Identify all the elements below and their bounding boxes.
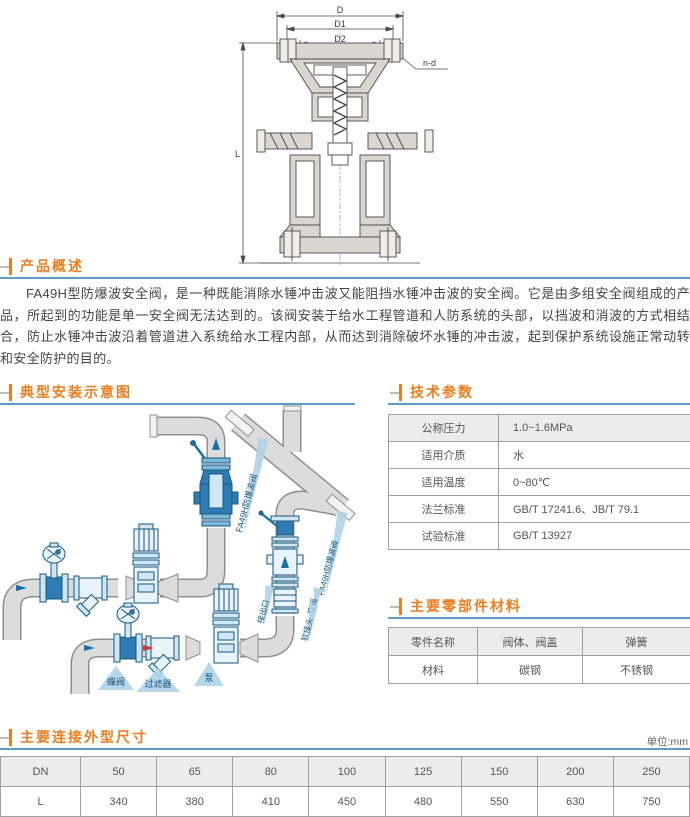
param-label: 公称压力 [388,414,499,442]
table-row: 适用温度 0~80℃ [388,468,690,496]
tech-params-table: 公称压力 1.0~1.6MPa 适用介质 水 适用温度 0~80℃ 法兰标准 G… [388,414,690,550]
section-marker-icon [390,597,404,615]
param-label: 法兰标准 [388,495,499,523]
param-label: 适用介质 [388,441,499,469]
section-header-materials: 主要零部件材料 [390,597,522,615]
section-header-overview: 产品概述 [0,257,84,275]
dn-cell: 125 [384,756,462,787]
param-value: GB/T 17241.6、JB/T 79.1 [498,495,690,523]
fa49h-valve-symbol [190,440,239,527]
unit-label: 单位:mm [646,736,688,748]
table-row: 适用介质 水 [388,441,690,469]
l-cell: 550 [460,786,538,817]
section-marker-icon [0,383,14,401]
l-cell: 410 [232,786,310,817]
param-value: 1.0~1.6MPa [498,414,690,442]
l-cell: 750 [612,786,690,817]
l-label: L [0,786,81,817]
table-row: 试验标准 GB/T 13927 [388,522,690,550]
dims-title: 主要连接外型尺寸 [20,729,148,745]
table-row: DN 50 65 80 100 125 150 200 250 [0,756,690,787]
materials-header: 零件名称 [388,627,478,656]
valve-technical-drawing: D D1 D2 L n-d [235,5,448,267]
dn-cell: 65 [156,756,234,787]
overview-title: 产品概述 [20,258,84,274]
materials-rule [388,617,690,619]
table-row: 法兰标准 GB/T 17241.6、JB/T 79.1 [388,495,690,523]
overview-rule [0,277,690,279]
dim-label-d1: D1 [334,19,346,29]
dn-label: DN [0,756,81,787]
table-row: L 340 380 410 450 480 550 630 750 [0,786,690,817]
label-pump: 泵 [204,673,213,683]
label-fa49h-valve: FA49H防爆波阀 [316,539,340,596]
param-value: 水 [498,441,690,469]
flow-arrow [16,438,289,651]
table-row: 零件名称 阀体、阀盖 弹簧 [388,627,690,656]
y-strainer-symbol [73,575,108,618]
l-cell: 340 [79,786,158,817]
dim-label-d: D [337,5,344,15]
install-title: 典型安装示意图 [20,384,132,400]
overview-paragraph: FA49H型防爆波安全阀，是一种既能消除水锤冲击波又能阻挡水锤冲击波的安全阀。它… [0,286,690,366]
materials-cell: 材料 [388,655,478,684]
section-header-dims: 主要连接外型尺寸 [0,728,148,746]
dn-cell: 100 [308,756,386,787]
materials-header: 阀体、阀盖 [477,627,583,656]
table-row: 材料 碳钢 不锈钢 [388,655,690,684]
label-butterfly-valve: 蝶阀 [107,676,125,687]
tech-title: 技术参数 [410,384,474,400]
l-cell: 450 [308,786,386,817]
dn-cell: 50 [79,756,158,787]
table-row: 公称压力 1.0~1.6MPa [388,414,690,442]
dims-rule [0,748,690,750]
section-marker-icon [0,728,14,746]
dimensions-table: DN 50 65 80 100 125 150 200 250 L 340 38… [0,756,690,817]
pump-symbol [212,583,240,664]
install-rule [0,403,355,405]
label-filter: 过滤器 [144,678,171,689]
tech-rule [388,403,690,405]
materials-cell: 不锈钢 [582,655,690,684]
section-header-tech: 技术参数 [390,383,474,401]
param-value: 0~80℃ [498,468,690,496]
l-cell: 480 [384,786,462,817]
label-outlet: 接出口 [255,598,271,624]
materials-title: 主要零部件材料 [410,598,522,614]
butterfly-valve-symbol [113,602,143,663]
section-marker-icon [390,383,404,401]
param-label: 适用温度 [388,468,499,496]
dim-label-nd: n-d [423,58,436,68]
riser-valve-assembly [258,510,304,614]
section-header-install: 典型安装示意图 [0,383,132,401]
installation-diagram: 蝶阀 过滤器 泵 FA49H防爆波阀 FA49H防爆波阀 蝶阀 软接头 接出口 [2,405,356,694]
dn-cell: 200 [536,756,614,787]
section-marker-icon [0,257,14,275]
dn-cell: 150 [460,756,538,787]
label-flex-joint: 软接头 [299,616,315,642]
dn-cell: 250 [612,756,690,787]
l-cell: 380 [156,786,234,817]
y-strainer-symbol [145,635,180,678]
param-label: 试验标准 [388,522,499,550]
dim-label-d2: D2 [334,34,346,44]
dn-cell: 80 [232,756,310,787]
materials-header: 弹簧 [582,627,690,656]
materials-cell: 碳钢 [477,655,583,684]
pump-symbol [132,523,160,604]
butterfly-valve-symbol [39,542,69,603]
l-cell: 630 [536,786,614,817]
param-value: GB/T 13927 [498,522,690,550]
pipe-flange-cap [149,414,158,438]
dim-label-l: L [235,149,240,159]
materials-table: 零件名称 阀体、阀盖 弹簧 材料 碳钢 不锈钢 [388,627,690,684]
